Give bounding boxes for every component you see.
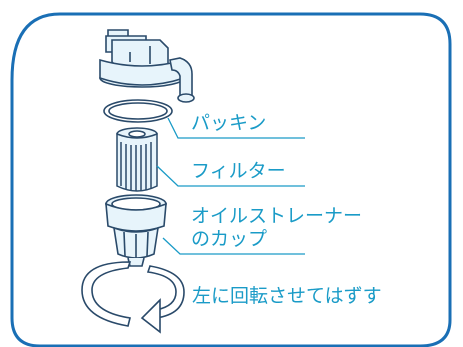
label-filter: フィルター [191,160,286,182]
leader-packing [167,117,305,139]
strainer-cup [105,194,167,267]
counterclockwise-arrow-icon [81,261,185,334]
leader-cup [162,237,305,255]
diagram-border [10,12,452,347]
strainer-head [99,29,195,103]
leader-filter [156,165,305,187]
label-cup-line1: オイルストレーナー [191,205,363,227]
label-rotate: 左に回転させてはずす [192,285,382,307]
label-cup-line2: のカップ [191,228,268,250]
packing-ring [103,99,173,123]
label-packing: パッキン [191,112,267,134]
leader-lines [156,117,305,255]
filter-element [116,127,158,192]
